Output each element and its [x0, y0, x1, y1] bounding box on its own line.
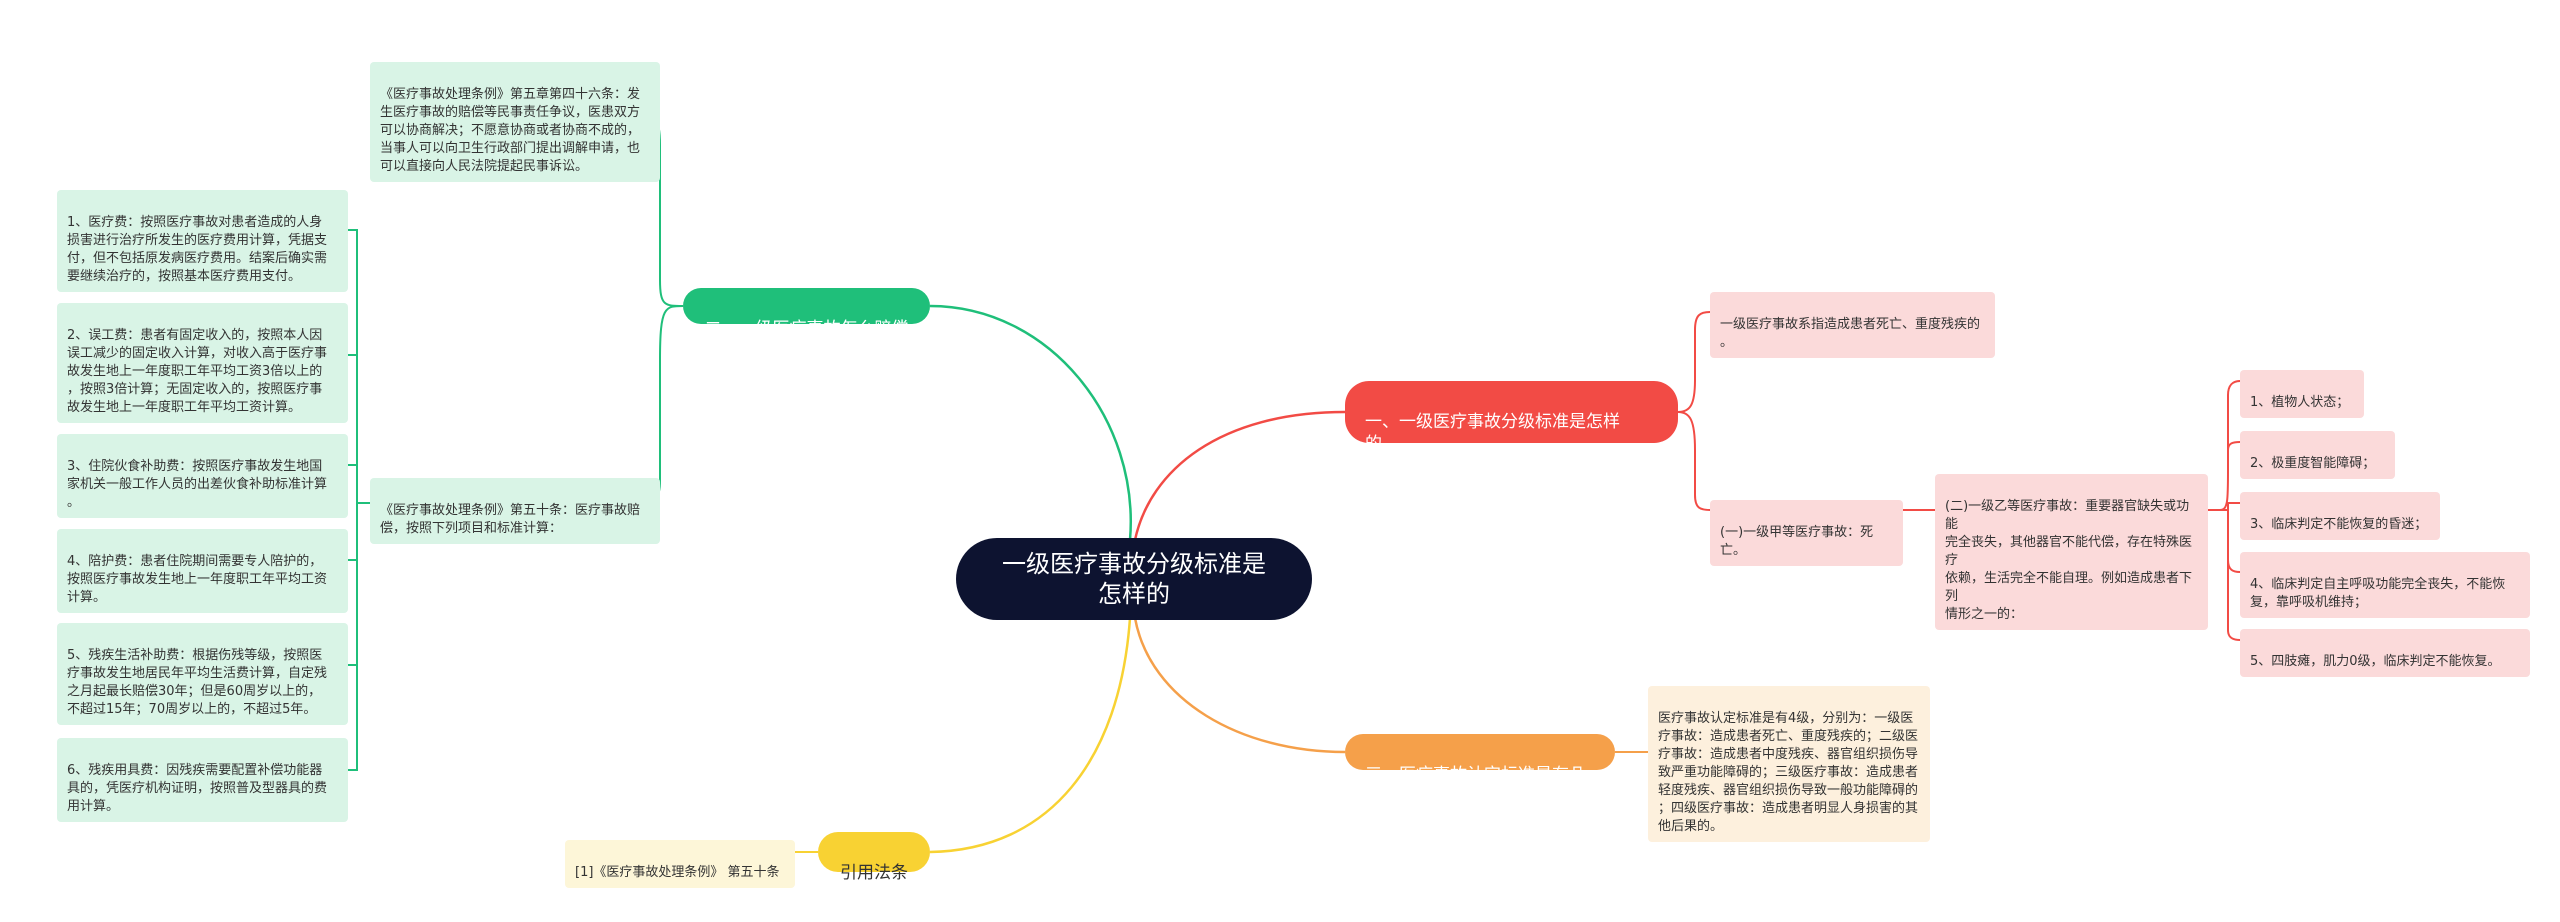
article-46-text: 《医疗事故处理条例》第五章第四十六条：发 生医疗事故的赔偿等民事责任争议，医患双… [380, 87, 641, 174]
grade-definition-note[interactable]: 一级医疗事故系指造成患者死亡、重度残疾的 。 [1710, 292, 1995, 358]
root-topic[interactable]: 一级医疗事故分级标准是 怎样的 [956, 538, 1312, 620]
branch-compensation[interactable]: 二、一级医疗事故怎么赔偿 [683, 288, 930, 339]
recognition-levels-note[interactable]: 医疗事故认定标准是有4级，分别为：一级医 疗事故：造成患者死亡、重度残疾的；二级… [1648, 686, 1930, 842]
grade-b-text: (二)一级乙等医疗事故：重要器官缺失或功能 完全丧失，其他器官不能代偿，存在特殊… [1945, 499, 2193, 622]
grade-b-case[interactable]: 3、临床判定不能恢复的昏迷； [2240, 492, 2440, 540]
article-50-text: 《医疗事故处理条例》第五十条：医疗事故赔 偿，按照下列项目和标准计算： [380, 503, 641, 536]
citation-text: [1]《医疗事故处理条例》 第五十条 [575, 865, 780, 880]
compensation-item[interactable]: 2、误工费：患者有固定收入的，按照本人因 误工减少的固定收入计算，对收入高于医疗… [57, 303, 348, 423]
grade-b-note[interactable]: (二)一级乙等医疗事故：重要器官缺失或功能 完全丧失，其他器官不能代偿，存在特殊… [1935, 474, 2208, 630]
branch-compensation-label: 二、一级医疗事故怎么赔偿 [704, 319, 909, 339]
compensation-item-text: 6、残疾用具费：因残疾需要配置补偿功能器 具的，凭医疗机构证明，按照普及型器具的… [67, 763, 328, 814]
compensation-item-text: 5、残疾生活补助费：根据伤残等级，按照医 疗事故发生地居民年平均生活费计算，自定… [67, 648, 328, 717]
compensation-item-text: 3、住院伙食补助费：按照医疗事故发生地国 家机关一般工作人员的出差伙食补助标准计… [67, 459, 328, 510]
grade-a-text: (一)一级甲等医疗事故：死亡。 [1720, 525, 1874, 558]
grade-b-case-text: 4、临床判定自主呼吸功能完全丧失，不能恢 复，靠呼吸机维持； [2250, 577, 2506, 610]
grade-b-case-text: 5、四肢瘫，肌力0级，临床判定不能恢复。 [2250, 654, 2501, 669]
grade-b-case-text: 2、极重度智能障碍； [2250, 456, 2376, 471]
compensation-item-text: 4、陪护费：患者住院期间需要专人陪护的， 按照医疗事故发生地上一年度职工年平均工… [67, 554, 328, 605]
grade-b-case-text: 1、植物人状态； [2250, 395, 2350, 410]
branch-recognition-levels[interactable]: 三、医疗事故认定标准是有几级 [1345, 734, 1615, 807]
branch-grading-standard-label: 一、一级医疗事故分级标准是怎样 的 [1365, 412, 1620, 454]
compensation-item[interactable]: 4、陪护费：患者住院期间需要专人陪护的， 按照医疗事故发生地上一年度职工年平均工… [57, 529, 348, 613]
branch-recognition-levels-label: 三、医疗事故认定标准是有几级 [1365, 765, 1586, 807]
grade-b-case[interactable]: 4、临床判定自主呼吸功能完全丧失，不能恢 复，靠呼吸机维持； [2240, 552, 2530, 618]
grade-b-case[interactable]: 1、植物人状态； [2240, 370, 2364, 418]
grade-b-case[interactable]: 5、四肢瘫，肌力0级，临床判定不能恢复。 [2240, 629, 2530, 677]
citation-note[interactable]: [1]《医疗事故处理条例》 第五十条 [565, 840, 795, 888]
article-50-note[interactable]: 《医疗事故处理条例》第五十条：医疗事故赔 偿，按照下列项目和标准计算： [370, 478, 660, 544]
grade-definition-text: 一级医疗事故系指造成患者死亡、重度残疾的 。 [1720, 317, 1981, 350]
compensation-item[interactable]: 1、医疗费：按照医疗事故对患者造成的人身 损害进行治疗所发生的医疗费用计算，凭据… [57, 190, 348, 292]
compensation-item-text: 1、医疗费：按照医疗事故对患者造成的人身 损害进行治疗所发生的医疗费用计算，凭据… [67, 215, 328, 284]
recognition-levels-text: 医疗事故认定标准是有4级，分别为：一级医 疗事故：造成患者死亡、重度残疾的；二级… [1658, 711, 1919, 834]
root-topic-label: 一级医疗事故分级标准是 怎样的 [1002, 550, 1266, 608]
compensation-item[interactable]: 6、残疾用具费：因残疾需要配置补偿功能器 具的，凭医疗机构证明，按照普及型器具的… [57, 738, 348, 822]
compensation-item[interactable]: 3、住院伙食补助费：按照医疗事故发生地国 家机关一般工作人员的出差伙食补助标准计… [57, 434, 348, 518]
grade-b-case-text: 3、临床判定不能恢复的昏迷； [2250, 517, 2428, 532]
compensation-item[interactable]: 5、残疾生活补助费：根据伤残等级，按照医 疗事故发生地居民年平均生活费计算，自定… [57, 623, 348, 725]
grade-a-note[interactable]: (一)一级甲等医疗事故：死亡。 [1710, 500, 1903, 566]
branch-citation-label: 引用法条 [840, 863, 908, 883]
compensation-item-text: 2、误工费：患者有固定收入的，按照本人因 误工减少的固定收入计算，对收入高于医疗… [67, 328, 328, 415]
branch-citation[interactable]: 引用法条 [818, 832, 930, 883]
article-46-note[interactable]: 《医疗事故处理条例》第五章第四十六条：发 生医疗事故的赔偿等民事责任争议，医患双… [370, 62, 660, 182]
grade-b-case[interactable]: 2、极重度智能障碍； [2240, 431, 2395, 479]
branch-grading-standard[interactable]: 一、一级医疗事故分级标准是怎样 的 [1345, 381, 1678, 454]
